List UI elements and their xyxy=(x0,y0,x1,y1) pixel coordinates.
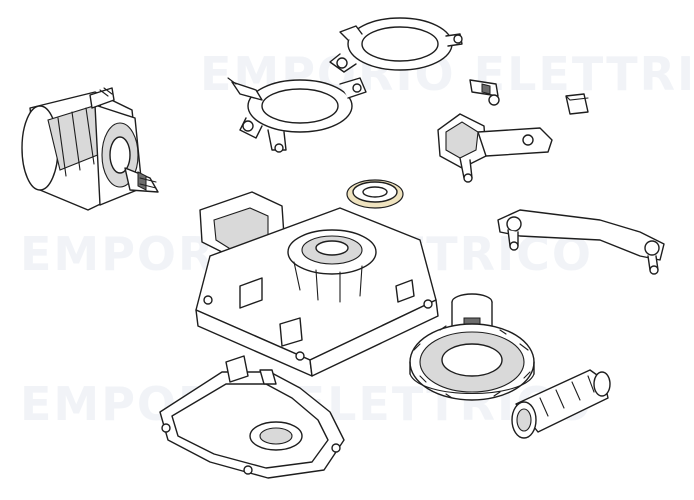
gearbox-housing[interactable] xyxy=(195,191,439,377)
transmission-arm[interactable] xyxy=(497,209,665,275)
seal-ring[interactable] xyxy=(346,179,404,209)
limit-switch-ring-upper[interactable] xyxy=(329,17,463,73)
electric-motor[interactable] xyxy=(21,87,159,211)
release-lever-assembly[interactable] xyxy=(437,113,553,183)
limit-switch-ring-lower[interactable] xyxy=(227,77,367,153)
housing-cover[interactable] xyxy=(159,355,345,479)
microswitch-small[interactable] xyxy=(469,79,500,106)
key-block[interactable] xyxy=(565,93,589,115)
output-gear-wheel[interactable] xyxy=(409,323,535,401)
worm-screw[interactable] xyxy=(511,369,611,439)
